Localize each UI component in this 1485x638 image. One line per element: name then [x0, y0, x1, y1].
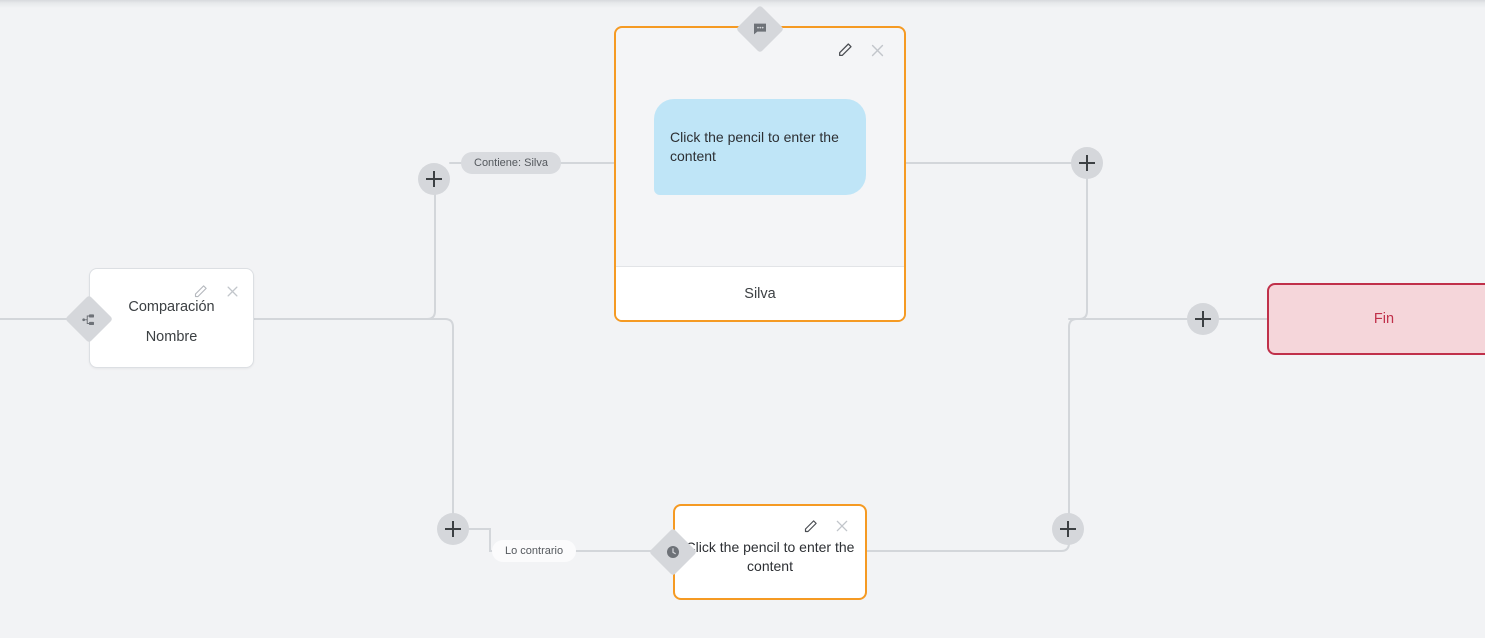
add-node-button-end[interactable]	[1187, 303, 1219, 335]
add-node-button-top-right[interactable]	[1071, 147, 1103, 179]
comparison-node-actions	[191, 282, 241, 300]
close-icon[interactable]	[223, 282, 241, 300]
node-comparison[interactable]: Comparación Nombre	[89, 268, 254, 368]
message-bubble[interactable]: Click the pencil to enter the content	[654, 99, 866, 195]
edge-label-otherwise[interactable]: Lo contrario	[492, 540, 577, 562]
wait-node-actions	[801, 517, 851, 535]
edge-wait-to-plus	[866, 542, 1070, 552]
comparison-handle[interactable]	[64, 294, 114, 344]
close-icon[interactable]	[833, 517, 851, 535]
branch-icon	[82, 312, 97, 327]
end-label: Fin	[1373, 311, 1395, 327]
clock-icon	[665, 544, 681, 560]
pencil-icon[interactable]	[801, 517, 819, 535]
edge-label-contains[interactable]: Contiene: Silva	[461, 152, 561, 174]
wait-text: Click the pencil to enter the content	[685, 539, 855, 574]
edge-branch-up	[253, 179, 436, 320]
edge-bottommerge	[1068, 318, 1188, 514]
toolbar-shadow	[0, 0, 1485, 8]
message-node-actions	[836, 41, 886, 59]
node-wait[interactable]: Click the pencil to enter the content	[673, 504, 867, 600]
node-end[interactable]: Fin	[1267, 283, 1485, 355]
pencil-icon[interactable]	[836, 41, 854, 59]
wait-handle[interactable]	[648, 527, 698, 577]
add-node-button-top-left[interactable]	[418, 163, 450, 195]
edge-topmerge	[1068, 178, 1088, 320]
message-bubble-icon	[752, 21, 768, 37]
comparison-body: Comparación Nombre	[90, 269, 253, 367]
close-icon[interactable]	[868, 41, 886, 59]
node-message[interactable]: Click the pencil to enter the content Si…	[614, 26, 906, 322]
edge-branch-down	[253, 318, 454, 514]
comparison-title: Comparación	[128, 299, 215, 315]
add-node-button-bottom-left[interactable]	[437, 513, 469, 545]
comparison-subtitle: Nombre	[145, 328, 198, 345]
message-footer: Silva	[616, 266, 904, 320]
message-bubble-text: Click the pencil to enter the content	[670, 129, 839, 164]
message-body: Click the pencil to enter the content	[616, 28, 904, 266]
add-node-button-bottom-right[interactable]	[1052, 513, 1084, 545]
pencil-icon[interactable]	[191, 282, 209, 300]
message-footer-label: Silva	[744, 285, 776, 302]
message-handle[interactable]	[735, 4, 785, 54]
